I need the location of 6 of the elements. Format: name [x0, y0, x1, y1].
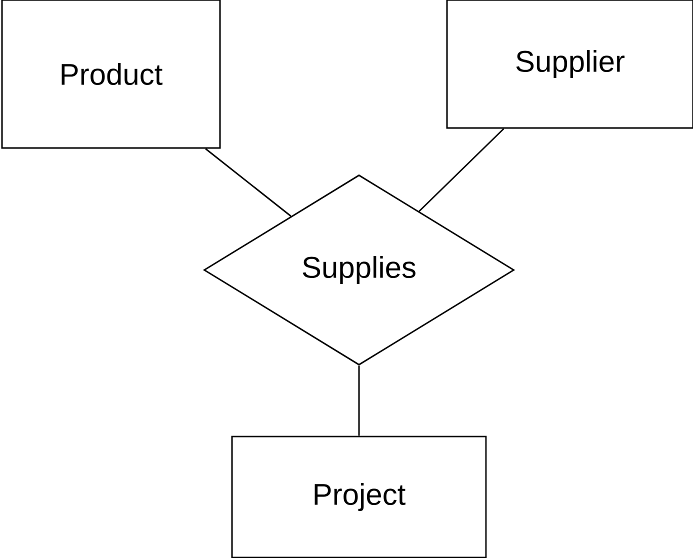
connector-line — [418, 128, 504, 212]
connector-line — [358, 366, 360, 436]
entity-box: Project — [231, 436, 487, 558]
entity-box: Product — [1, 0, 221, 149]
connector-line — [205, 148, 292, 217]
entity-box: Supplier — [446, 0, 693, 129]
